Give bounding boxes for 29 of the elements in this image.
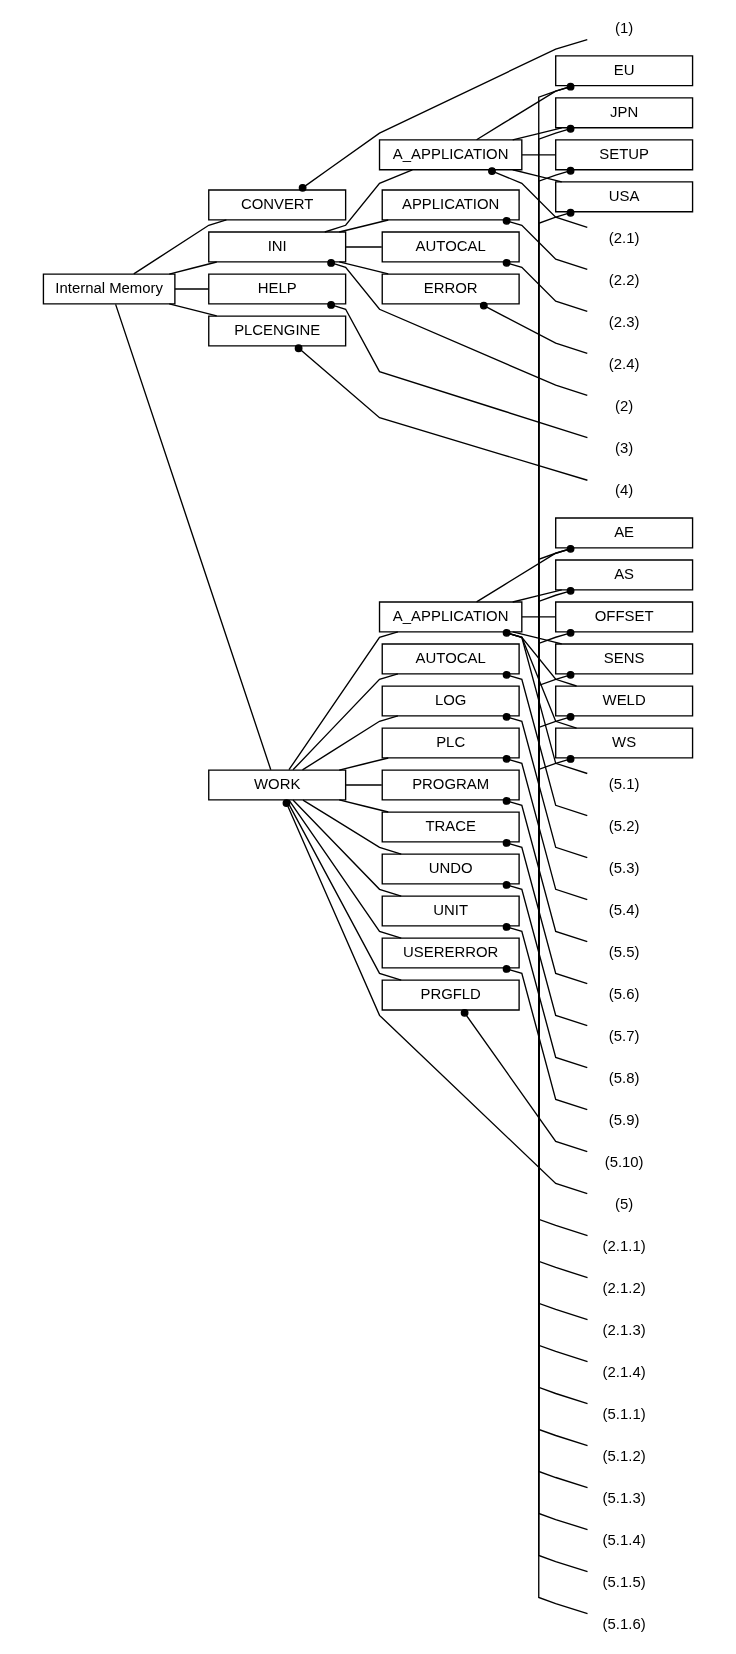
node-text: (5.3) [608,859,640,876]
node-text: (5.7) [608,1027,640,1044]
node-text: (5.6) [608,985,640,1002]
node-text: (5.4) [608,901,640,918]
node-text: (4) [615,481,634,498]
node-text: (2.3) [608,313,640,330]
node-text: (5.9) [608,1111,640,1128]
node-text: (5.1.3) [602,1489,646,1506]
node-text: (2.1.1) [602,1237,646,1254]
node-text: (5) [615,1195,634,1212]
node-text: (2.1.3) [602,1321,646,1338]
node-text: (5.5) [608,943,640,960]
node-text: (2.1) [608,229,640,246]
node-text: (5.10) [604,1153,644,1170]
node-text: (2.2) [608,271,640,288]
node-text: (2) [615,397,634,414]
node-text: (5.2) [608,817,640,834]
node-text: (1) [615,19,634,36]
node-text: (2.4) [608,355,640,372]
node-text: (5.1) [608,775,640,792]
node-text: (5.1.1) [602,1405,646,1422]
node-text: (5.1.5) [602,1574,646,1591]
node-text: (2.1.2) [602,1279,646,1296]
node-text: (5.1.6) [602,1616,646,1633]
node-text: (5.1.2) [602,1447,646,1464]
node-text: (3) [615,439,634,456]
node-text: (5.1.4) [602,1532,646,1548]
node-text: (5.8) [608,1069,640,1086]
node-text: (2.1.4) [602,1363,646,1380]
